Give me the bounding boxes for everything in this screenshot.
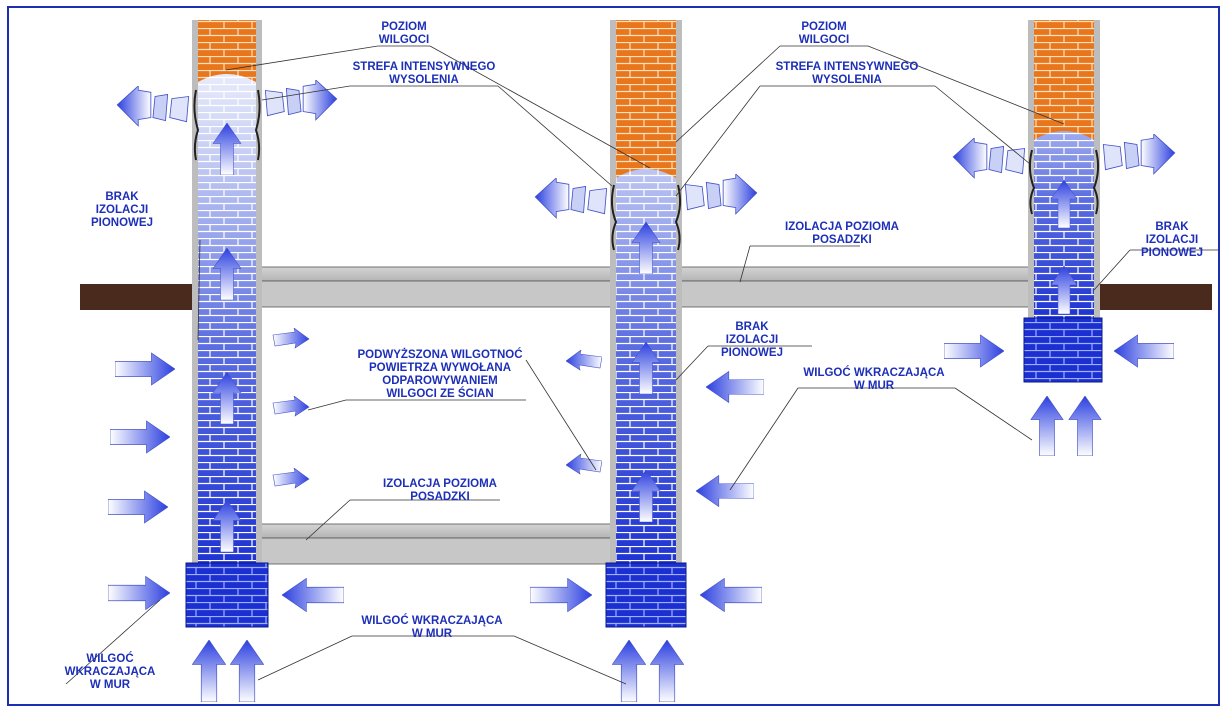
label-izolacja-upper: IZOLACJA POZIOMA POSADZKI <box>785 221 899 246</box>
label-line: BRAK <box>105 191 139 203</box>
label-poziom-wilgoci-left: POZIOM WILGOCI <box>379 21 429 46</box>
label-line: WILGOĆ WKRACZAJĄCA <box>361 614 502 627</box>
label-line: POWIETRZA WYWOŁANA <box>369 362 511 374</box>
leader-lines <box>65 45 1220 685</box>
label-line: PIONOWEJ <box>91 217 153 229</box>
label-line: WILGOĆ WKRACZAJĄCA <box>803 366 944 379</box>
label-line: WILGOCI <box>379 34 429 46</box>
label-line: WILGOCI <box>799 34 849 46</box>
wall-right <box>1023 20 1103 383</box>
label-line: BRAK <box>1155 221 1189 233</box>
label-line: IZOLACJI <box>1146 234 1198 246</box>
label-line: IZOLACJI <box>726 334 778 346</box>
label-brak-izolacji-right: BRAK IZOLACJI PIONOWEJ <box>1141 221 1203 259</box>
label-line: POSADZKI <box>812 234 871 246</box>
label-line: IZOLACJI <box>96 204 148 216</box>
label-line: PIONOWEJ <box>721 347 783 359</box>
label-line: W MUR <box>90 679 131 691</box>
label-line: ODPAROWYWANIEM <box>382 375 497 387</box>
label-line: POZIOM <box>381 21 426 33</box>
label-line: PIONOWEJ <box>1141 247 1203 259</box>
label-podwyzszona-wilgotnosc: PODWYŻSZONA WILGOTNOĆ POWIETRZA WYWOŁANA… <box>357 348 522 400</box>
label-line: WILGOĆ <box>86 652 133 665</box>
label-line: PODWYŻSZONA WILGOTNOĆ <box>357 348 522 361</box>
label-line: BRAK <box>735 321 769 333</box>
label-line: STREFA INTENSYWNEGO <box>353 61 496 73</box>
label-line: W MUR <box>412 628 453 640</box>
label-izolacja-lower: IZOLACJA POZIOMA POSADZKI <box>383 478 497 503</box>
label-line: STREFA INTENSYWNEGO <box>776 61 919 73</box>
label-wilgoc-right: WILGOĆ WKRACZAJĄCA W MUR <box>803 366 944 392</box>
label-brak-izolacji-left: BRAK IZOLACJI PIONOWEJ <box>91 191 153 229</box>
label-brak-izolacji-middle: BRAK IZOLACJI PIONOWEJ <box>721 321 783 359</box>
label-line: W MUR <box>854 380 895 392</box>
label-wilgoc-middle-bottom: WILGOĆ WKRACZAJĄCA W MUR <box>361 614 502 640</box>
label-line: IZOLACJA POZIOMA <box>785 221 899 233</box>
label-line: POSADZKI <box>410 491 469 503</box>
label-line: POZIOM <box>801 21 846 33</box>
label-strefa-right: STREFA INTENSYWNEGO WYSOLENIA <box>776 61 919 86</box>
label-poziom-wilgoci-right: POZIOM WILGOCI <box>799 21 849 46</box>
diagram-frame <box>7 6 1220 706</box>
ground-level <box>80 284 1212 310</box>
label-wilgoc-left-bottom: WILGOĆ WKRACZAJĄCA W MUR <box>65 652 156 691</box>
floor-slab-lower <box>255 523 617 565</box>
label-line: WKRACZAJĄCA <box>65 666 156 678</box>
label-line: WYSOLENIA <box>389 74 459 86</box>
label-line: WYSOLENIA <box>812 74 882 86</box>
label-line: IZOLACJA POZIOMA <box>383 478 497 490</box>
label-line: WILGOCI ZE ŚCIAN <box>386 387 493 400</box>
wall-middle <box>605 20 687 628</box>
label-strefa-left: STREFA INTENSYWNEGO WYSOLENIA <box>353 61 496 86</box>
